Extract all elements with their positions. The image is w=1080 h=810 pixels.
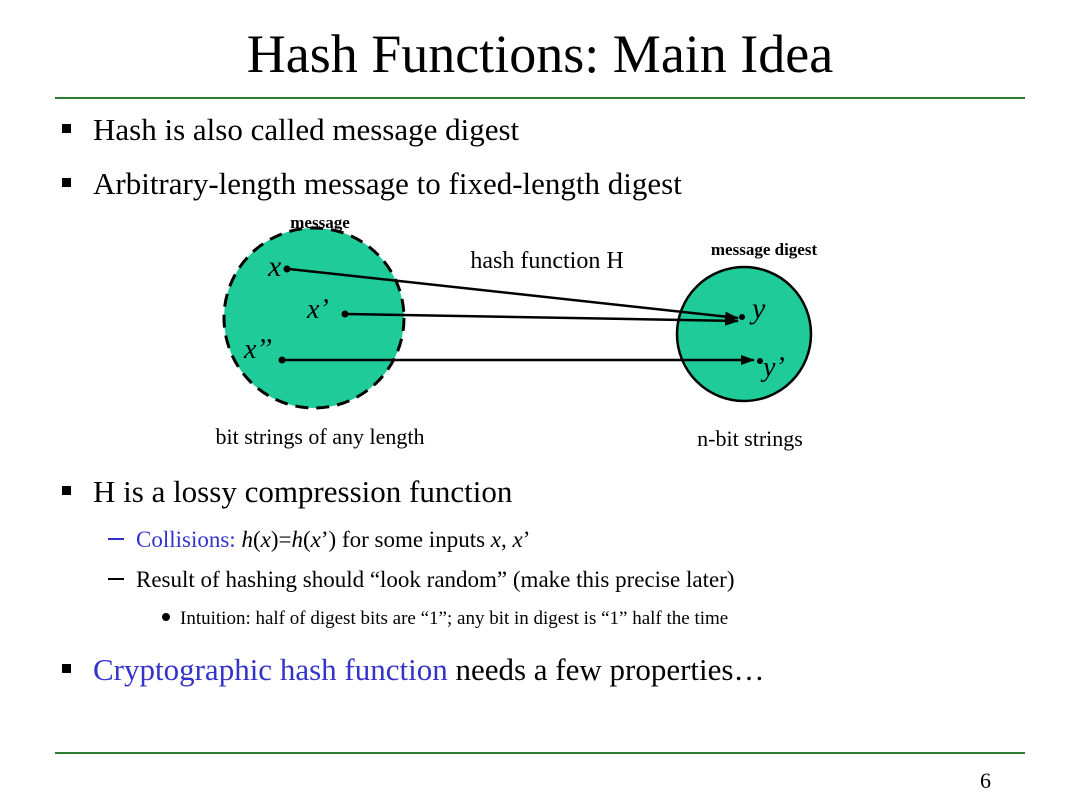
sub-sub-bullet-text: Intuition: half of digest bits are “1”; …	[180, 608, 729, 629]
sub-sub-bullet-intuition: Intuition: half of digest bits are “1”; …	[162, 607, 728, 631]
codomain-caption: n-bit strings	[697, 426, 803, 451]
bullet-arbitrary-length: Arbitrary-length message to fixed-length…	[62, 166, 682, 202]
bullet-lossy-compression: H is a lossy compression function	[62, 474, 512, 510]
square-bullet-icon	[62, 664, 71, 673]
bullet-text: needs a few properties…	[447, 652, 765, 687]
crypto-hash-term: Cryptographic hash function	[93, 652, 448, 687]
sub-bullet-collisions: Collisions: h(x)=h(x’) for some inputs x…	[108, 526, 530, 554]
label-x-prime: x’	[306, 294, 329, 325]
bullet-hash-digest: Hash is also called message digest	[62, 112, 519, 148]
message-digest-label: message digest	[711, 240, 818, 259]
math-text: (	[252, 527, 261, 552]
title-divider	[55, 97, 1025, 99]
point-x-prime	[341, 310, 349, 318]
dash-bullet-icon	[108, 538, 124, 540]
hash-function-label: hash function H	[470, 248, 623, 274]
point-x-double	[278, 356, 286, 364]
arrow-x-to-y	[288, 267, 739, 322]
domain-caption: bit strings of any length	[216, 424, 425, 449]
math-text: ’) for some inputs	[320, 527, 491, 552]
page-number: 6	[980, 768, 991, 793]
math-var: x	[260, 527, 271, 552]
square-bullet-icon	[62, 486, 71, 495]
bullet-text: Arbitrary-length message to fixed-length…	[93, 166, 682, 201]
label-y: y	[749, 292, 766, 325]
math-text: ’	[522, 527, 531, 552]
slide-title: Hash Functions: Main Idea	[246, 24, 834, 84]
arrow-x-prime-to-y	[345, 312, 739, 326]
math-fn: h	[291, 527, 303, 552]
collisions-term: Collisions:	[136, 527, 236, 552]
math-text: )=	[270, 527, 292, 552]
dot-bullet-icon	[162, 613, 170, 621]
math-fn: h	[241, 527, 253, 552]
bullet-cryptographic-hash: Cryptographic hash function needs a few …	[62, 652, 764, 688]
footer-divider	[55, 752, 1025, 754]
dash-bullet-icon	[108, 578, 124, 580]
point-y	[739, 314, 745, 320]
bullet-text: Hash is also called message digest	[93, 112, 520, 147]
square-bullet-icon	[62, 124, 71, 133]
point-y-prime	[757, 358, 763, 364]
point-x	[283, 265, 291, 273]
label-x: x	[267, 250, 282, 283]
message-set-circle	[222, 226, 406, 410]
sub-bullet-text: Result of hashing should “look random” (…	[136, 567, 735, 592]
sub-bullet-look-random: Result of hashing should “look random” (…	[108, 566, 734, 594]
math-var: x	[490, 527, 502, 552]
digest-set-circle	[675, 265, 813, 403]
square-bullet-icon	[62, 178, 71, 187]
math-text: (	[302, 527, 311, 552]
math-text: ,	[501, 527, 513, 552]
bullet-text: H is a lossy compression function	[93, 474, 513, 509]
message-label: message	[290, 213, 350, 232]
label-x-double: x’’	[243, 334, 272, 365]
label-y-prime: y’	[760, 352, 785, 383]
math-var: x	[310, 527, 321, 552]
math-var: x	[512, 527, 523, 552]
